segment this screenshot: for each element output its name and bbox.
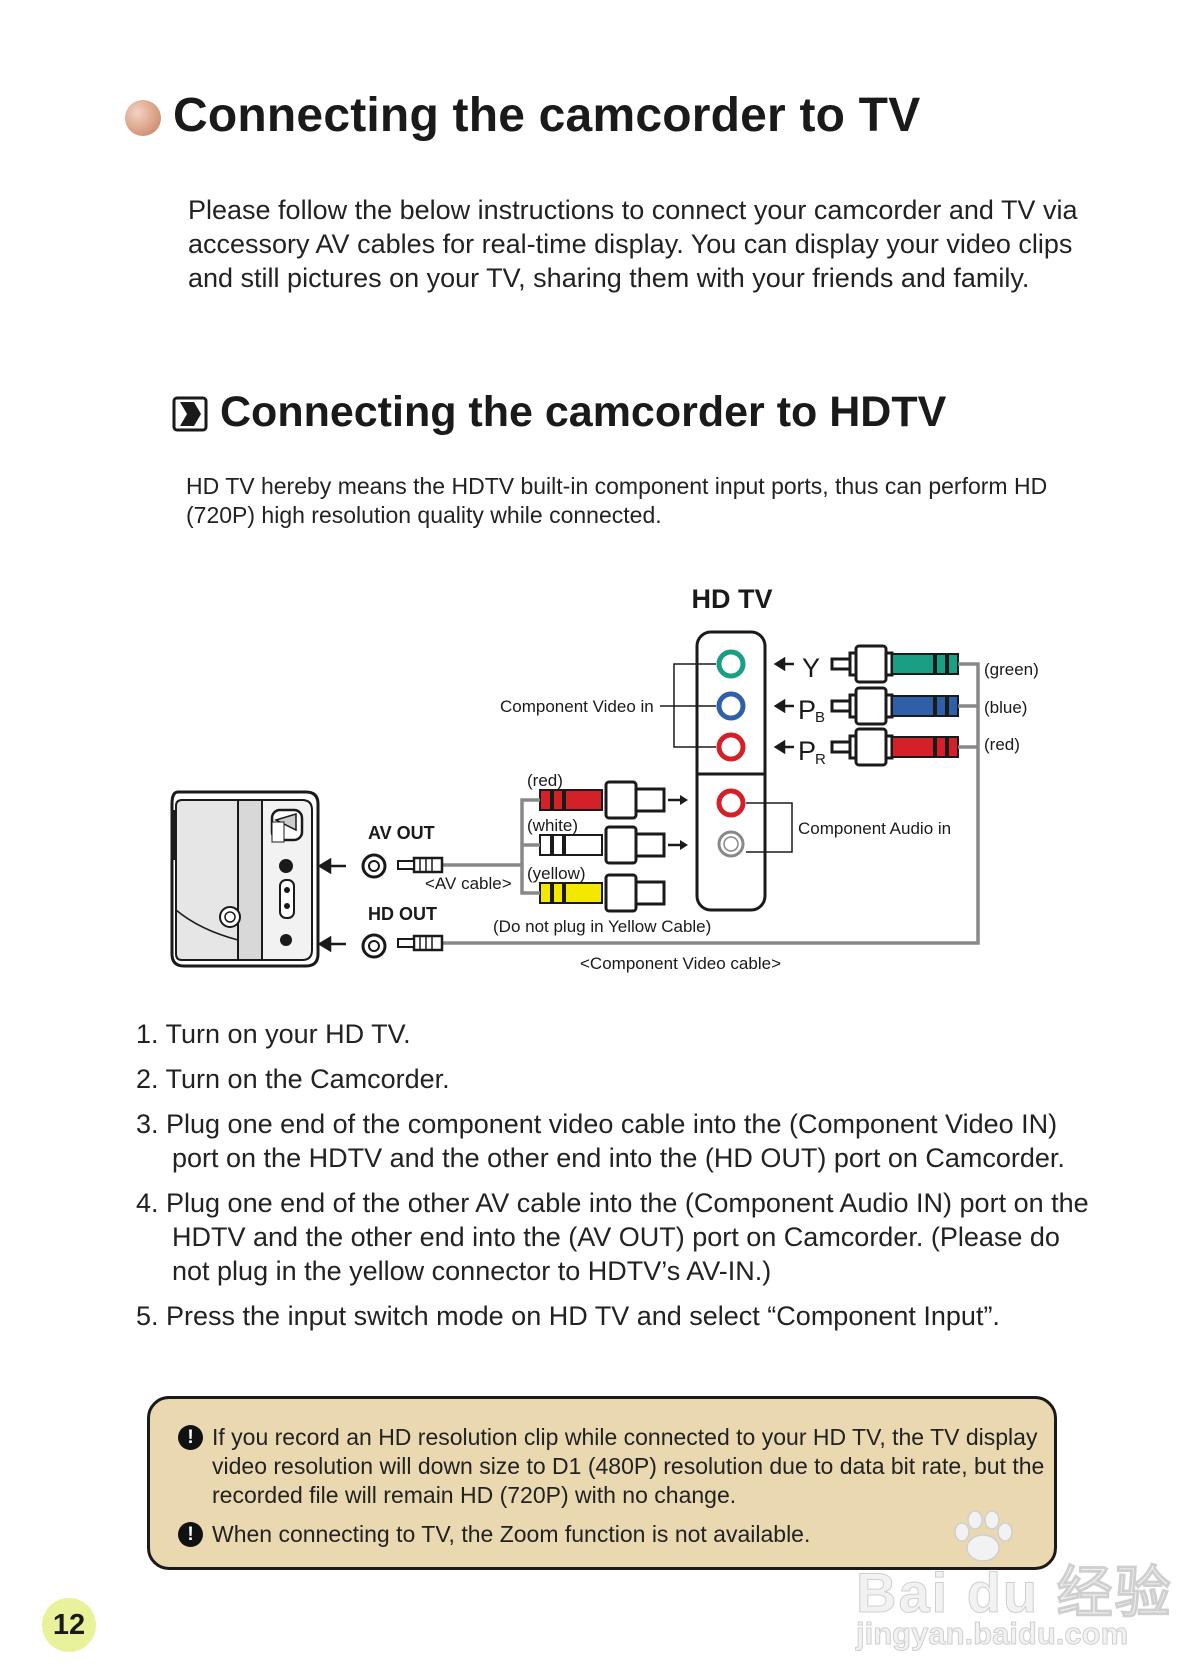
paw-watermark-icon xyxy=(954,1510,1013,1562)
hdtv-description: HD TV hereby means the HDTV built-in com… xyxy=(186,473,1048,528)
component-video-in-label: Component Video in xyxy=(500,697,654,716)
intro-paragraph: Please follow the below instructions to … xyxy=(188,195,1078,293)
note-item: ! If you record an HD resolution clip wh… xyxy=(178,1423,1062,1510)
exclamation-icon: ! xyxy=(178,1522,203,1547)
step-item: 1. Turn on your HD TV. xyxy=(136,1019,411,1049)
step-item: 3. Plug one end of the component video c… xyxy=(136,1109,1065,1173)
steps-list: 1. Turn on your HD TV. 2. Turn on the Ca… xyxy=(136,1017,1096,1344)
left-arrow-icon xyxy=(317,857,346,953)
camcorder-illustration xyxy=(170,790,320,968)
component-plug-red xyxy=(830,727,959,767)
heading-bullet-icon xyxy=(125,100,161,136)
note-text: When connecting to TV, the Zoom function… xyxy=(212,1521,811,1547)
y-label: Y xyxy=(802,653,820,683)
component-audio-in-label: Component Audio in xyxy=(798,819,951,838)
port-y xyxy=(716,649,746,679)
step-item: 4. Plug one end of the other AV cable in… xyxy=(136,1188,1089,1286)
component-plug-green xyxy=(830,644,959,684)
step-item: 5. Press the input switch mode on HD TV … xyxy=(136,1301,1000,1331)
red-audio-label: (red) xyxy=(527,771,563,790)
pb-label: P xyxy=(798,695,816,725)
av-plug-white xyxy=(539,825,688,865)
page-number: 12 xyxy=(42,1598,96,1652)
pr-subscript: R xyxy=(815,751,826,768)
blue-label: (blue) xyxy=(984,698,1027,717)
note-text: If you record an HD resolution clip whil… xyxy=(212,1424,1045,1508)
port-audio-red xyxy=(716,788,746,818)
exclamation-icon: ! xyxy=(178,1425,203,1450)
pr-label: P xyxy=(798,736,816,766)
notes-box: ! If you record an HD resolution clip wh… xyxy=(147,1396,1057,1570)
watermark-brand: Bai du 经验 xyxy=(856,1561,1173,1625)
component-video-cable-label: <Component Video cable> xyxy=(580,954,781,973)
diagram-title: HD TV xyxy=(692,584,773,614)
note-item: ! When connecting to TV, the Zoom functi… xyxy=(178,1520,1062,1549)
page-title: Connecting the camcorder to TV xyxy=(173,89,921,142)
port-pr xyxy=(716,732,746,762)
component-plug-blue xyxy=(830,686,959,726)
hdtv-panel xyxy=(695,630,767,912)
section-heading: Connecting the camcorder to HDTV xyxy=(220,388,947,436)
av-cable-label: <AV cable> xyxy=(425,874,512,893)
do-not-plug-label: (Do not plug in Yellow Cable) xyxy=(493,917,711,936)
yellow-label: (yellow) xyxy=(527,864,586,883)
av-plug-red xyxy=(539,780,688,820)
green-label: (green) xyxy=(984,660,1039,679)
port-audio-white xyxy=(717,830,745,858)
av-out-label: AV OUT xyxy=(368,823,435,843)
port-pb xyxy=(716,691,746,721)
connection-diagram: HD TV Component Video in Component Audio… xyxy=(170,584,1039,973)
watermark-url: jingyan.baidu.com xyxy=(855,1616,1129,1652)
hd-jack-plug xyxy=(397,934,444,952)
y-arrow xyxy=(773,656,794,755)
red-video-label: (red) xyxy=(984,735,1020,754)
step-item: 2. Turn on the Camcorder. xyxy=(136,1064,450,1094)
hd-out-label: HD OUT xyxy=(368,904,437,924)
white-label: (white) xyxy=(527,816,578,835)
chevron-right-icon xyxy=(172,396,208,432)
pb-subscript: B xyxy=(815,709,825,726)
av-jack-plug xyxy=(397,856,444,874)
